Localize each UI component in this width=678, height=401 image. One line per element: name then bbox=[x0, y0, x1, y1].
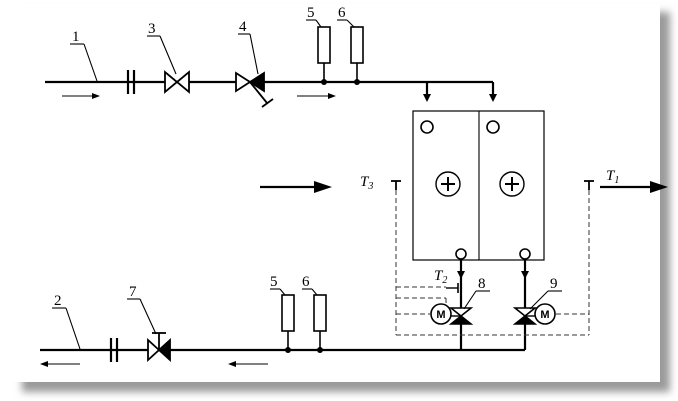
air-outflow-arrow bbox=[600, 181, 668, 193]
callout-5-bottom: 5 bbox=[270, 274, 286, 296]
callout-7: 7 bbox=[127, 284, 157, 335]
frame bbox=[12, 4, 660, 382]
callout-5-top: 5 bbox=[306, 5, 322, 28]
motor-valve-9: M bbox=[512, 303, 556, 325]
air-inflow-arrow bbox=[260, 181, 332, 193]
valve-7 bbox=[147, 332, 171, 363]
motor-8-icon bbox=[430, 303, 452, 325]
callout-8: 8 bbox=[463, 276, 490, 310]
label-2: 2 bbox=[54, 293, 62, 309]
label-8: 8 bbox=[478, 276, 486, 292]
return-flange bbox=[109, 338, 119, 362]
motor-9-label: M bbox=[540, 309, 549, 321]
label-1: 1 bbox=[72, 29, 80, 45]
inlet-nozzle-left bbox=[420, 120, 434, 134]
label-t1: T1 bbox=[606, 168, 619, 186]
return-flow-arrow-left bbox=[40, 361, 80, 367]
fan-left bbox=[435, 171, 461, 197]
instrument-5-bottom bbox=[281, 294, 295, 353]
callout-3: 3 bbox=[147, 21, 177, 75]
inlet-nozzle-right bbox=[486, 120, 500, 134]
label-t2: T2 bbox=[434, 268, 447, 286]
label-5-top: 5 bbox=[307, 5, 315, 21]
callout-6-top: 6 bbox=[337, 5, 355, 28]
callout-6-bottom: 6 bbox=[302, 274, 318, 296]
control-lines bbox=[395, 190, 590, 336]
label-7: 7 bbox=[129, 284, 137, 300]
supply-pipe bbox=[45, 80, 497, 102]
label-4: 4 bbox=[239, 19, 247, 35]
motor-valve-8: M bbox=[430, 303, 474, 325]
motor-8-label: M bbox=[436, 309, 445, 321]
label-t3: T3 bbox=[360, 174, 373, 192]
sensor-t2: T2 bbox=[434, 268, 459, 293]
motor-9-icon bbox=[534, 303, 556, 325]
instrument-5-top bbox=[317, 26, 331, 85]
label-9: 9 bbox=[550, 276, 558, 292]
supply-flow-arrow-right bbox=[297, 93, 336, 99]
instrument-6-bottom bbox=[313, 294, 327, 353]
label-5-bottom: 5 bbox=[270, 274, 278, 290]
valve-3 bbox=[164, 70, 190, 94]
callout-1: 1 bbox=[70, 29, 98, 82]
supply-flow-arrow-left bbox=[62, 93, 100, 99]
fan-right bbox=[499, 171, 525, 197]
valve-4 bbox=[235, 71, 274, 108]
return-flow-arrow-right bbox=[228, 361, 268, 367]
label-3: 3 bbox=[148, 21, 156, 37]
sensor-t3: T3 bbox=[360, 174, 401, 192]
instrument-6-top bbox=[350, 26, 364, 85]
callout-9: 9 bbox=[529, 276, 562, 310]
callout-2: 2 bbox=[52, 293, 81, 350]
label-6-top: 6 bbox=[338, 5, 346, 21]
label-6-bottom: 6 bbox=[302, 274, 310, 290]
supply-flange bbox=[126, 70, 136, 94]
sensor-t1: T1 bbox=[584, 168, 619, 190]
callout-4: 4 bbox=[238, 19, 259, 75]
